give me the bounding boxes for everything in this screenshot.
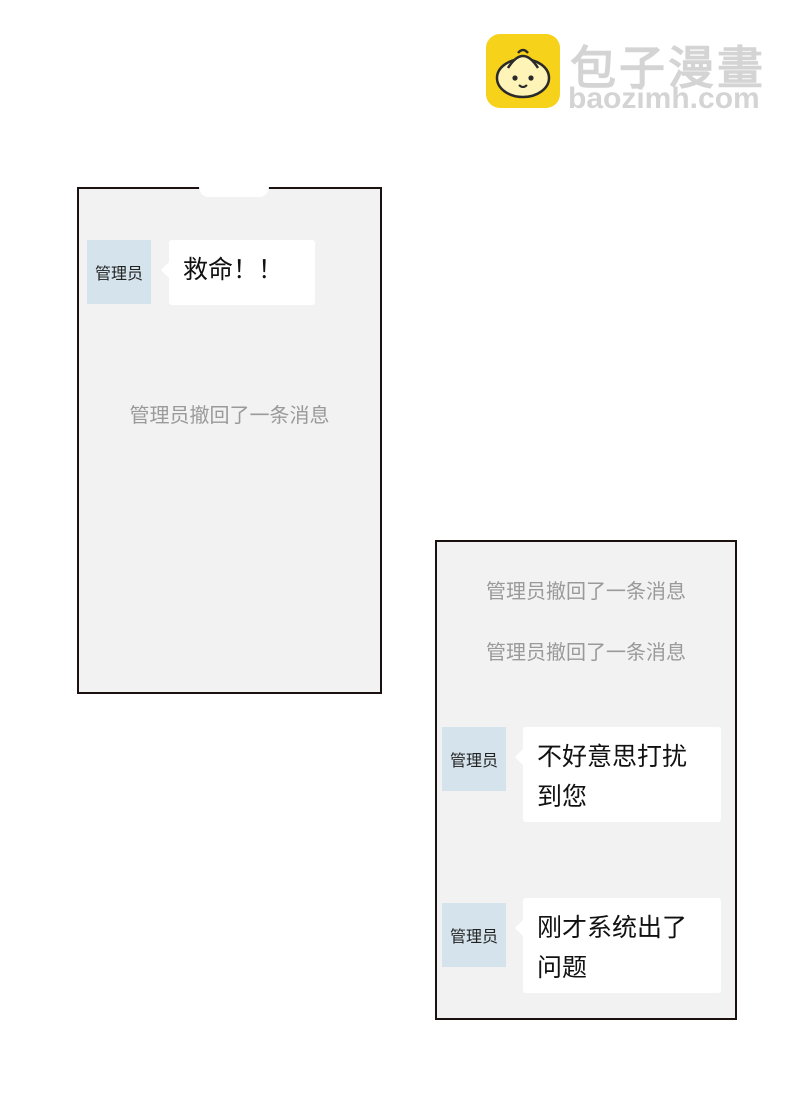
message-text-line: 问题 bbox=[537, 953, 588, 982]
message-bubble[interactable]: 不好意思打扰 到您 bbox=[515, 727, 721, 822]
recall-notice: 管理员撤回了一条消息 bbox=[486, 640, 686, 664]
avatar[interactable]: 管理员 bbox=[87, 240, 151, 304]
phone-notch bbox=[199, 187, 269, 197]
message-text: 救命！！ bbox=[183, 255, 284, 284]
avatar-label: 管理员 bbox=[449, 751, 498, 770]
bun-logo-icon bbox=[486, 34, 560, 108]
message-text-line: 不好意思打扰 bbox=[537, 742, 688, 771]
avatar-label: 管理员 bbox=[449, 927, 498, 946]
watermark-domain: baozimh.com bbox=[568, 82, 760, 115]
recall-notice: 管理员撤回了一条消息 bbox=[129, 403, 330, 427]
site-watermark: 包子漫畫 baozimh.com bbox=[486, 34, 776, 115]
message-text-line: 刚才系统出了 bbox=[537, 913, 688, 942]
watermark-title: 包子漫畫 bbox=[570, 41, 766, 95]
avatar-label: 管理员 bbox=[94, 264, 143, 283]
message-text-line: 到您 bbox=[537, 782, 588, 811]
message-bubble[interactable]: 刚才系统出了 问题 bbox=[515, 898, 721, 993]
avatar[interactable]: 管理员 bbox=[442, 727, 506, 791]
message-bubble[interactable]: 救命！！ bbox=[161, 240, 315, 305]
chat-panel-2: 管理员撤回了一条消息 管理员撤回了一条消息 管理员 不好意思打扰 到您 管理员 … bbox=[435, 540, 737, 1020]
chat-panel-1: 管理员 救命！！ 管理员撤回了一条消息 bbox=[77, 187, 382, 694]
recall-notice: 管理员撤回了一条消息 bbox=[486, 579, 686, 603]
avatar[interactable]: 管理员 bbox=[442, 903, 506, 967]
